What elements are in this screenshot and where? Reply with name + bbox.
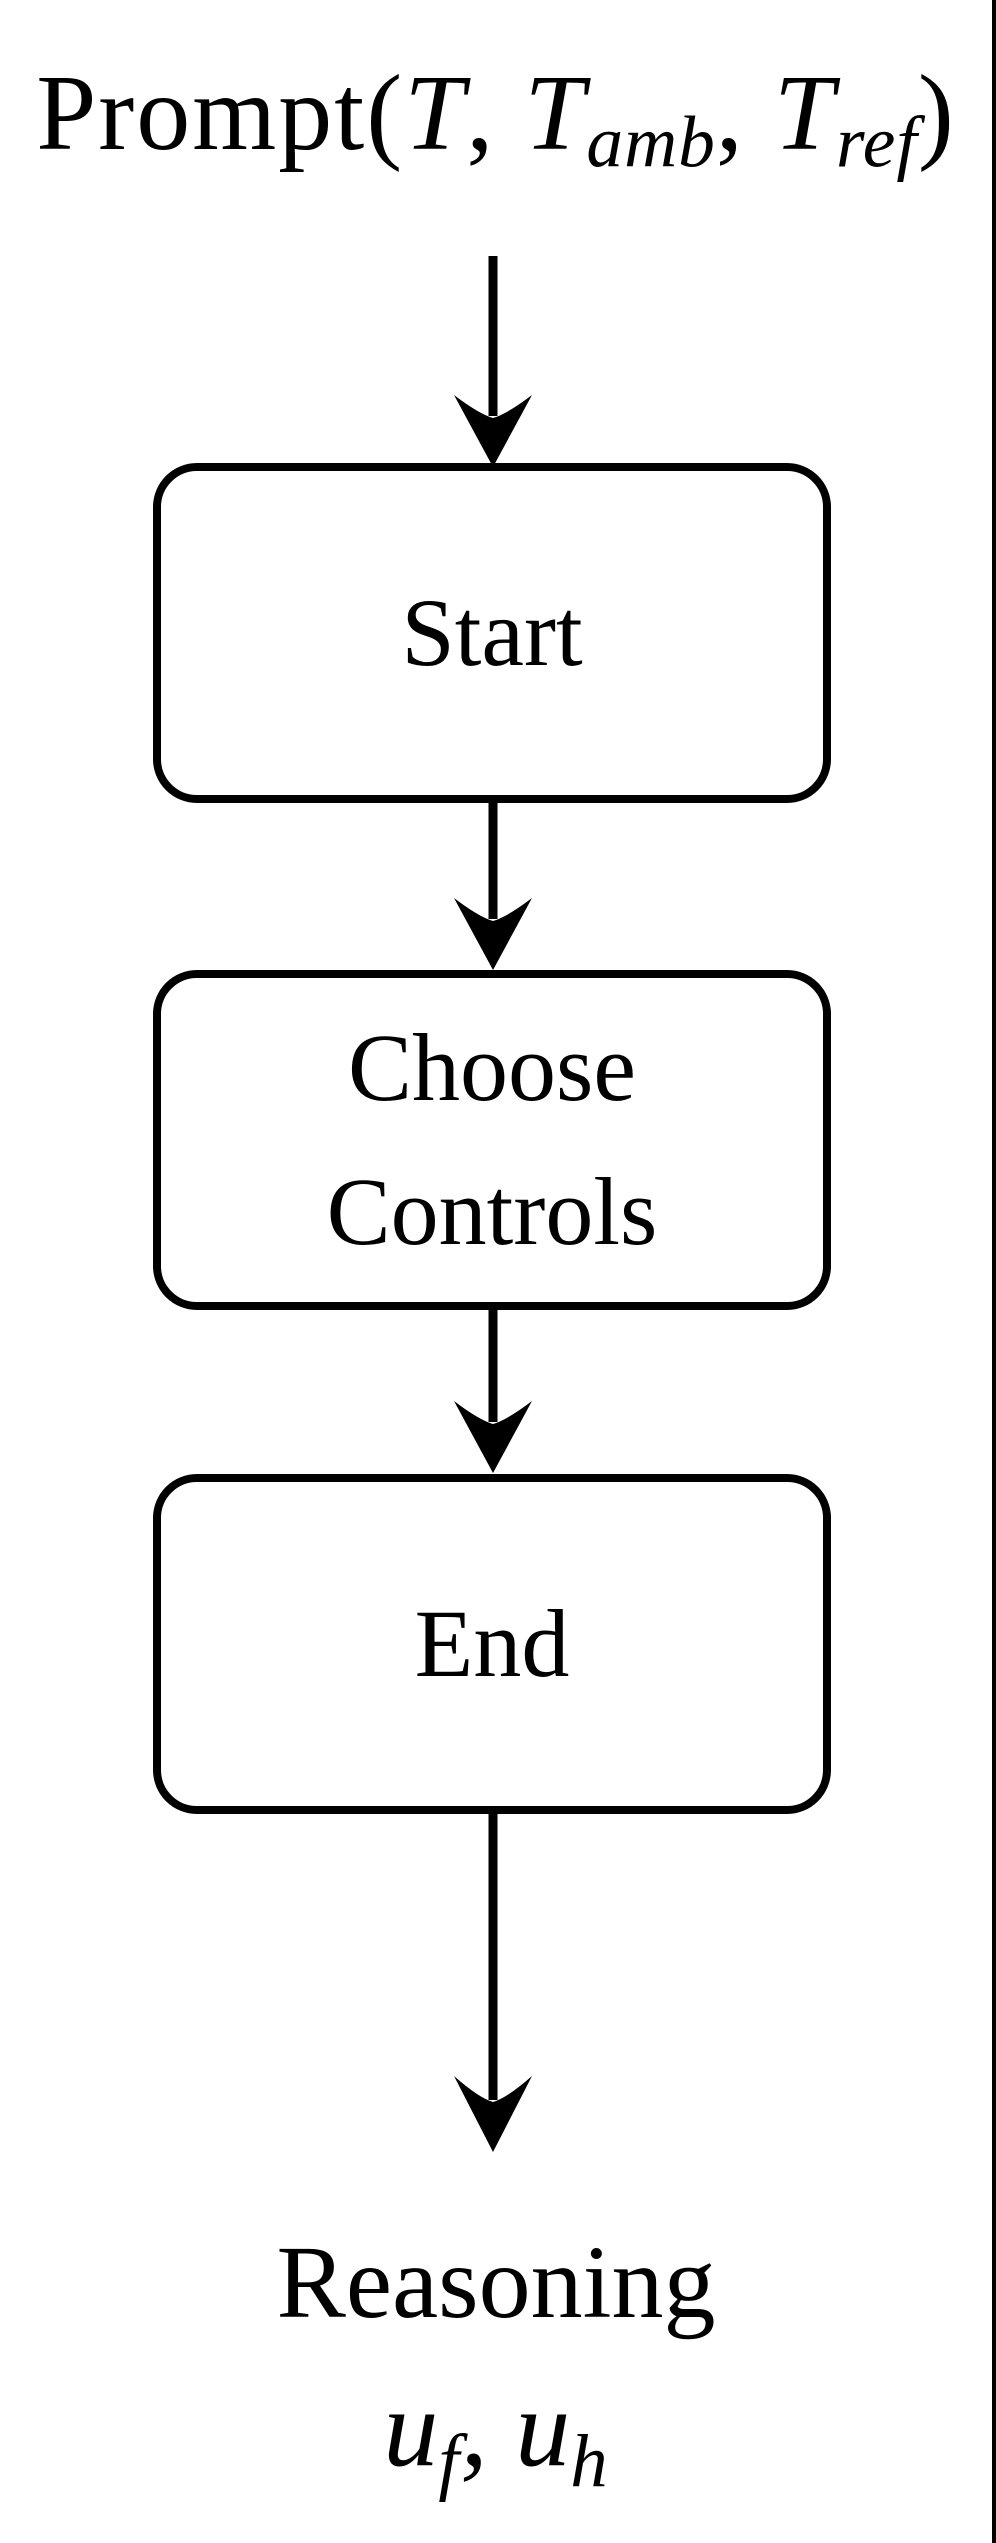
node-label: Start: [401, 579, 583, 686]
arrow-choose-to-end: [454, 1310, 532, 1473]
node-label: End: [414, 1590, 570, 1697]
var-T-ref: T: [773, 54, 836, 173]
subscript-f: f: [438, 2419, 461, 2503]
arrow-down-icon: [454, 898, 532, 970]
node-start: Start: [153, 463, 831, 803]
var-u-h: u: [515, 2367, 571, 2489]
separator: ,: [460, 2367, 516, 2489]
subscript-ref: ref: [835, 101, 918, 183]
var-T: T: [404, 54, 467, 173]
node-end: End: [153, 1474, 831, 1814]
arrow-start-to-choose: [454, 803, 532, 970]
input-expression: Prompt(T, Tamb, Tref): [0, 44, 992, 190]
subscript-amb: amb: [586, 101, 716, 183]
closing-paren: ): [917, 54, 956, 173]
prompt-function-name: Prompt(: [36, 54, 405, 173]
arrow-end-to-output: [454, 1814, 532, 2152]
arrow-down-icon: [454, 2076, 532, 2152]
var-T-amb: T: [524, 54, 587, 173]
arrow-prompt-to-start: [454, 256, 532, 467]
subscript-h: h: [570, 2419, 609, 2503]
node-label-line: Controls: [326, 1158, 658, 1265]
separator: ,: [466, 54, 525, 173]
var-u-f: u: [383, 2367, 439, 2489]
separator: ,: [715, 54, 774, 173]
output-expression: uf, uh: [0, 2368, 992, 2503]
node-choose-controls: Choose Controls: [153, 970, 831, 1310]
arrow-down-icon: [454, 395, 532, 467]
figure-right-border: [992, 0, 996, 2543]
output-title: Reasoning: [276, 2225, 716, 2340]
node-label-line: Choose: [348, 1014, 636, 1121]
arrow-down-icon: [454, 1401, 532, 1473]
